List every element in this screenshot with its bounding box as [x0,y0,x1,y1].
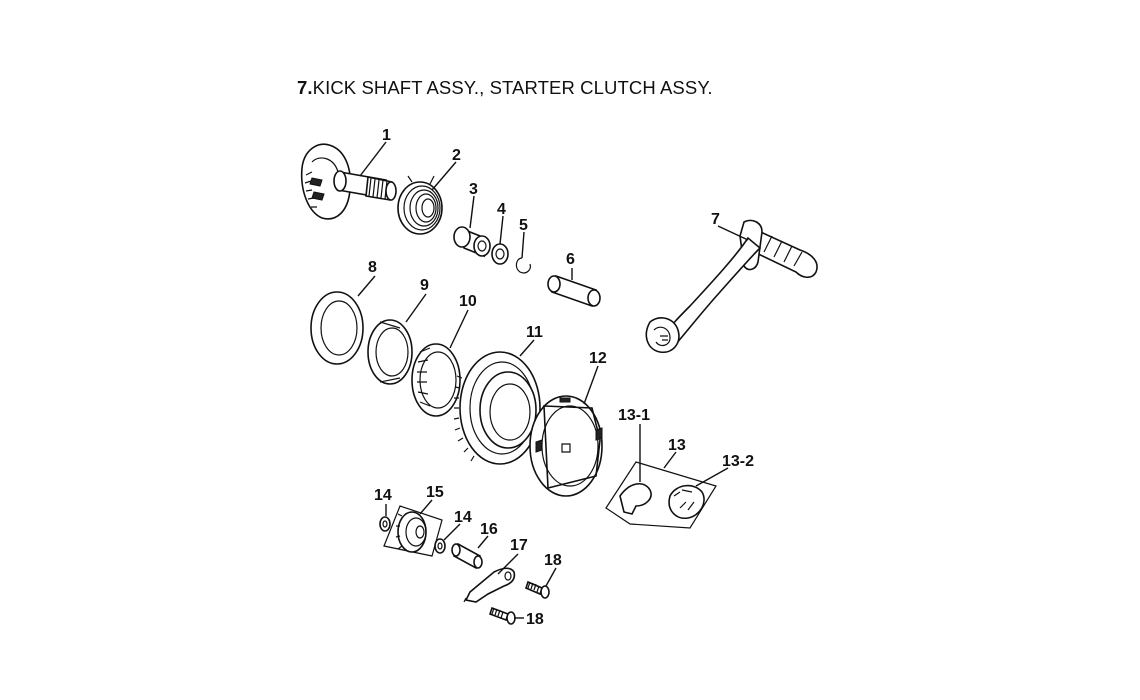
callout-18-upper: 18 [544,552,562,569]
callout-16: 16 [480,521,498,538]
callout-14-left: 14 [374,487,392,504]
part-15-idle-gear [383,505,443,557]
callout-8: 8 [368,259,377,276]
part-11-clutch-gear [453,351,541,465]
part-14-washer-left [379,516,391,532]
callout-7: 7 [711,211,720,228]
callout-6: 6 [566,251,575,268]
callout-15: 15 [426,484,444,501]
part-4-washer [491,243,509,265]
callout-18-lower: 18 [526,611,544,628]
part-12-clutch-outer [529,395,603,497]
callout-1: 1 [382,127,391,144]
callout-11: 11 [526,324,543,341]
leader-lines [357,141,749,619]
diagram-title: 7.KICK SHAFT ASSY., STARTER CLUTCH ASSY. [297,77,713,99]
part-9-bearing-ring [367,319,413,385]
part-18-screw-lower [488,606,516,625]
title-text: KICK SHAFT ASSY., STARTER CLUTCH ASSY. [312,77,713,98]
callout-14-right: 14 [454,509,472,526]
part-5-circlip [515,257,531,274]
part-1-kick-shaft [300,143,397,220]
part-3-bushing [453,226,491,258]
callout-5: 5 [519,217,528,234]
part-17-plate [463,567,516,603]
part-6-pin [547,274,601,308]
part-10-needle-bearing [411,343,461,417]
callout-13: 13 [668,437,686,454]
callout-2: 2 [452,147,461,164]
callout-9: 9 [420,277,429,294]
callout-10: 10 [459,293,477,310]
callout-13-2: 13-2 [722,453,754,470]
callout-13-1: 13-1 [618,407,650,424]
part-7-kick-lever [645,219,818,354]
title-number: 7. [297,77,313,98]
part-14-washer-right [434,538,446,554]
part-2-spring [397,175,443,235]
callout-4: 4 [497,201,506,218]
callout-17: 17 [510,537,528,554]
callout-3: 3 [469,181,478,198]
part-16-shaft [451,542,483,570]
callout-12: 12 [589,350,607,367]
part-8-washer [310,291,364,365]
part-18-screw-upper [525,580,550,599]
part-13-group [605,461,717,529]
